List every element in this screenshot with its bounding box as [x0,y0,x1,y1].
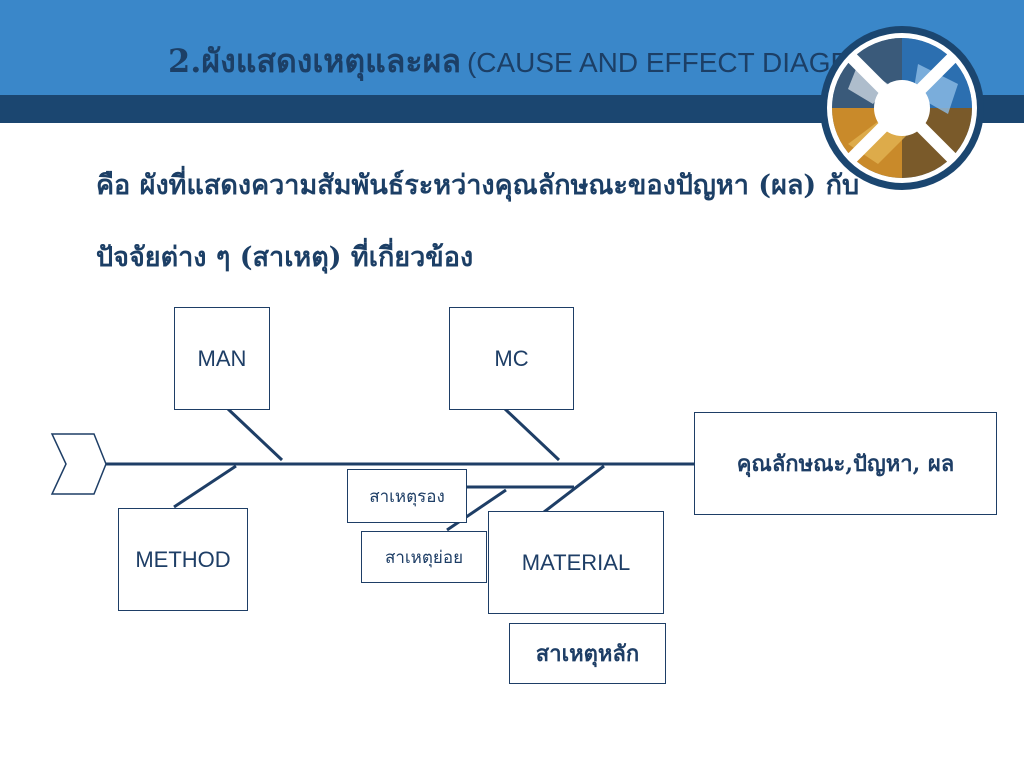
definition-line-1: คือ ผังที่แสดงความสัมพันธ์ระหว่างคุณลักษ… [96,170,860,201]
material-label: MATERIAL [521,549,631,575]
mc-label: MC [494,345,529,371]
mc-bone [503,407,561,462]
circular-photo-badge-icon [820,26,984,190]
man-category-box: MAN [174,307,270,410]
mc-category-box: MC [449,307,574,410]
minor-cause-branch [446,488,507,532]
definition-line-2: ปัจจัยต่าง ๆ (สาเหตุ) ที่เกี่ยวข้อง [96,242,474,273]
method-bone [173,464,237,509]
material-category-box: MATERIAL [488,511,664,614]
main-cause-label: สาเหตุหลัก [535,641,640,667]
material-bone [543,464,605,514]
definition-text: คือ ผังที่แสดงความสัมพันธ์ระหว่างคุณลักษ… [96,150,1016,294]
minor-cause-label: สาเหตุย่อย [384,547,464,568]
title-thai: 2.ผังแสดงเหตุและผล [168,42,461,80]
secondary-cause-box: สาเหตุรอง [347,469,467,523]
method-category-box: METHOD [118,508,248,611]
man-bone [226,407,284,462]
effect-box: คุณลักษณะ,ปัญหา, ผล [694,412,997,515]
effect-label: คุณลักษณะ,ปัญหา, ผล [736,451,955,477]
main-cause-box: สาเหตุหลัก [509,623,666,684]
man-label: MAN [197,345,247,371]
fish-tail-shape [50,433,107,495]
method-label: METHOD [135,546,231,572]
minor-cause-box: สาเหตุย่อย [361,531,487,583]
secondary-cause-label: สาเหตุรอง [369,486,445,507]
